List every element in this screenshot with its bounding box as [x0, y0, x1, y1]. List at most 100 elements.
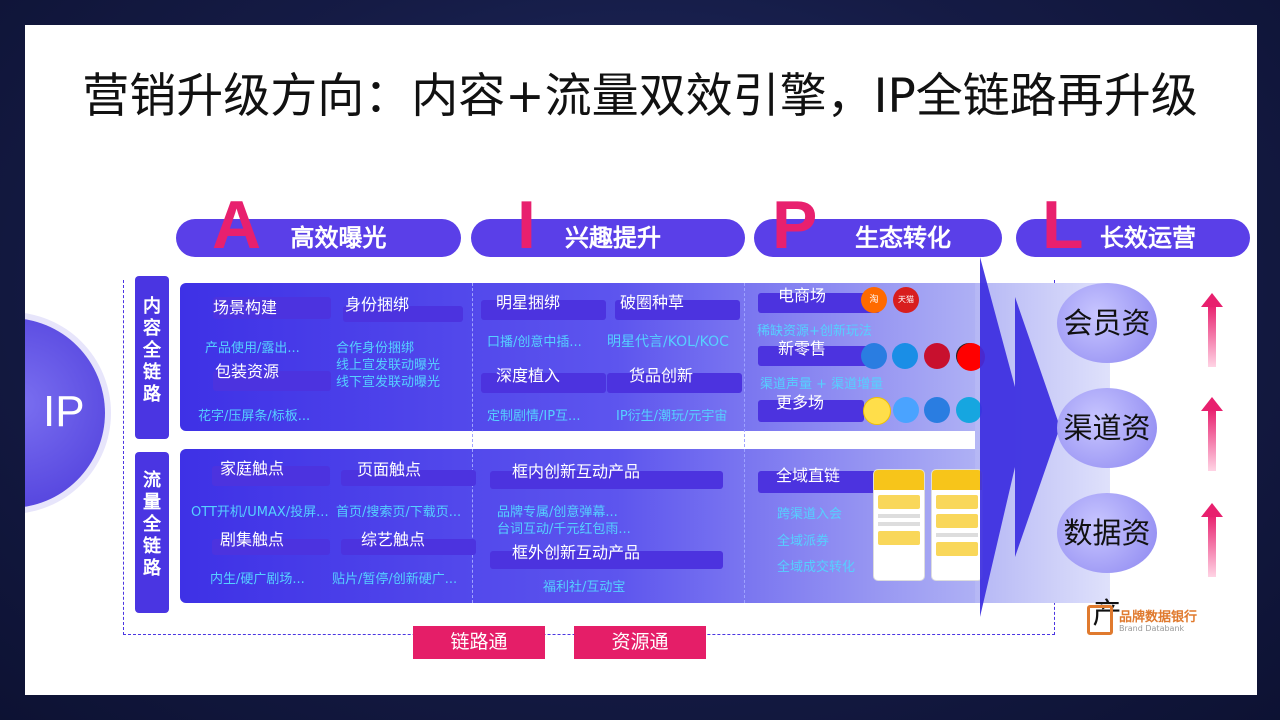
- traffic-a-tag-3-text: 剧集触点: [220, 530, 285, 549]
- content-a-sub-2b: 线上宣发联动曝光: [336, 358, 441, 373]
- content-a-tag-1: 场景构建: [213, 297, 331, 319]
- phase-l-title: 长效运营: [1100, 224, 1196, 252]
- hema-icon: [861, 343, 887, 369]
- paper-plane-icon: [893, 397, 919, 423]
- phase-header-i: 兴趣提升: [471, 219, 745, 257]
- traffic-a-tag-4-text: 综艺触点: [361, 530, 426, 549]
- phone-screenshot-1: [873, 469, 925, 581]
- divider-1: [472, 283, 473, 603]
- content-i-tag-4: 货品创新: [607, 368, 742, 393]
- traffic-p-sub-3: 全域成交转化: [777, 560, 856, 575]
- content-a-sub-2a: 合作身份捆绑: [336, 341, 415, 356]
- brand-logo-icon: [1087, 605, 1113, 635]
- traffic-i-tag-1-text: 框内创新互动产品: [512, 462, 641, 481]
- slide-title: 营销升级方向：内容+流量双效引擎，IP全链路再升级: [82, 69, 1198, 124]
- content-a-tag-3: 包装资源: [213, 364, 331, 391]
- content-a-tag-3-text: 包装资源: [215, 362, 280, 381]
- traffic-i-sub-2: 福利社/互动宝: [543, 580, 626, 595]
- traffic-a-sub-3: 内生/硬广剧场...: [210, 572, 305, 587]
- asset-channel: 渠道资产: [1057, 388, 1157, 525]
- content-p-sub-2: 渠道声量 + 渠道增量: [760, 377, 884, 392]
- divider-2: [744, 283, 745, 603]
- traffic-a-sub-2: 首页/搜索页/下载页...: [336, 505, 462, 520]
- content-i-tag-3-text: 深度植入: [496, 366, 561, 385]
- traffic-p-sub-1: 跨渠道入会: [777, 507, 843, 522]
- content-p-tag-1: 电商场: [758, 288, 880, 313]
- row-label-traffic-text: 流量全链路: [143, 470, 161, 579]
- content-p-tag-3: 更多场: [758, 395, 864, 422]
- phone-screenshot-2: [931, 469, 983, 581]
- content-a-tag-1-text: 场景构建: [213, 298, 278, 317]
- traffic-a-tag-4: 综艺触点: [341, 532, 476, 555]
- content-p-tag-2-text: 新零售: [778, 339, 827, 358]
- content-a-sub-2c: 线下宣发联动曝光: [336, 375, 441, 390]
- asset-data: 数据资产: [1057, 493, 1157, 630]
- content-i-sub-3: 定制剧情/IP互...: [487, 409, 581, 424]
- traffic-i-tag-1: 框内创新互动产品: [490, 464, 723, 489]
- tmall-store-icon: [924, 343, 950, 369]
- traffic-p-sub-2: 全域派券: [777, 534, 830, 549]
- content-p-tag-1-text: 电商场: [778, 286, 827, 305]
- alipay-icon: [956, 397, 982, 423]
- content-a-tag-2-text: 身份捆绑: [345, 295, 410, 314]
- traffic-i-sub-1a: 品牌专属/创意弹幕...: [497, 505, 618, 520]
- brand-sub: Brand Databank: [1119, 624, 1185, 633]
- phase-letter-p: P: [772, 187, 818, 263]
- traffic-i-tag-2: 框外创新互动产品: [490, 545, 723, 569]
- content-i-tag-3: 深度植入: [481, 368, 606, 393]
- link-button[interactable]: 链路通: [413, 626, 545, 659]
- traffic-a-sub-1: OTT开机/UMAX/投屏...: [191, 505, 329, 520]
- tmall-icon-text: 天猫: [898, 295, 914, 304]
- content-i-tag-2-text: 破圈种草: [620, 293, 685, 312]
- taobao-icon-text: 淘: [869, 295, 879, 305]
- asset-member: 会员资产: [1057, 283, 1157, 420]
- traffic-p-tag-1: 全域直链: [758, 468, 880, 493]
- traffic-i-sub-1b: 台词互动/千元红包雨...: [497, 522, 631, 537]
- row-label-content: 内容全链路: [135, 276, 169, 439]
- traffic-i-tag-2-text: 框外创新互动产品: [512, 543, 641, 562]
- traffic-a-tag-3: 剧集触点: [212, 532, 330, 555]
- phase-a-title: 高效曝光: [290, 224, 387, 252]
- brand-logo: 品牌数据银行 Brand Databank: [1087, 603, 1207, 639]
- traffic-a-sub-4: 贴片/暂停/创新硬广...: [332, 572, 458, 587]
- content-i-tag-4-text: 货品创新: [629, 366, 694, 385]
- content-a-tag-2: 身份捆绑: [343, 297, 463, 322]
- traffic-a-tag-1: 家庭触点: [212, 461, 330, 486]
- traffic-a-tag-2-text: 页面触点: [357, 460, 422, 479]
- traffic-a-tag-2: 页面触点: [341, 462, 476, 486]
- phase-letter-i: I: [517, 187, 536, 263]
- content-i-sub-4: IP衍生/潮玩/元宇宙: [616, 409, 728, 424]
- miniprogram-icon: [863, 397, 891, 425]
- asset-channel-up-icon: [1201, 397, 1223, 471]
- content-i-tag-1-text: 明星捆绑: [496, 293, 561, 312]
- phase-header-a: 高效曝光: [176, 219, 461, 257]
- flow-arrow: [980, 257, 1060, 617]
- row-label-content-text: 内容全链路: [143, 296, 161, 405]
- phase-i-title: 兴趣提升: [565, 224, 661, 252]
- content-p-sub-1: 稀缺资源+创新玩法: [757, 324, 872, 339]
- asset-data-up-icon: [1201, 503, 1223, 577]
- asset-member-up-icon: [1201, 293, 1223, 367]
- taobao-icon: 淘: [861, 287, 887, 313]
- content-i-tag-1: 明星捆绑: [481, 295, 606, 320]
- ip-label: IP: [43, 387, 85, 436]
- traffic-a-tag-1-text: 家庭触点: [220, 459, 285, 478]
- content-p-tag-2: 新零售: [758, 341, 880, 366]
- slide: 营销升级方向：内容+流量双效引擎，IP全链路再升级 高效曝光 A 兴趣提升 I …: [25, 25, 1257, 695]
- phase-header-p: 生态转化: [754, 219, 1002, 257]
- content-p-tag-3-text: 更多场: [776, 393, 825, 412]
- row-label-traffic: 流量全链路: [135, 452, 169, 613]
- tmall-icon: 天猫: [893, 287, 919, 313]
- content-i-sub-1: 口播/创意中插...: [487, 335, 582, 350]
- content-a-sub-3: 花字/压屏条/标板...: [198, 409, 311, 424]
- phase-letter-l: L: [1042, 187, 1084, 263]
- content-i-tag-2: 破圈种草: [615, 295, 740, 320]
- resource-button[interactable]: 资源通: [574, 626, 706, 659]
- brand-name: 品牌数据银行: [1119, 610, 1198, 625]
- content-i-sub-2: 明星代言/KOL/KOC: [607, 334, 729, 350]
- traffic-p-tag-1-text: 全域直链: [776, 466, 841, 485]
- phase-header-l: 长效运营: [1016, 219, 1250, 257]
- bird-icon: [924, 397, 950, 423]
- phase-p-title: 生态转化: [855, 224, 951, 252]
